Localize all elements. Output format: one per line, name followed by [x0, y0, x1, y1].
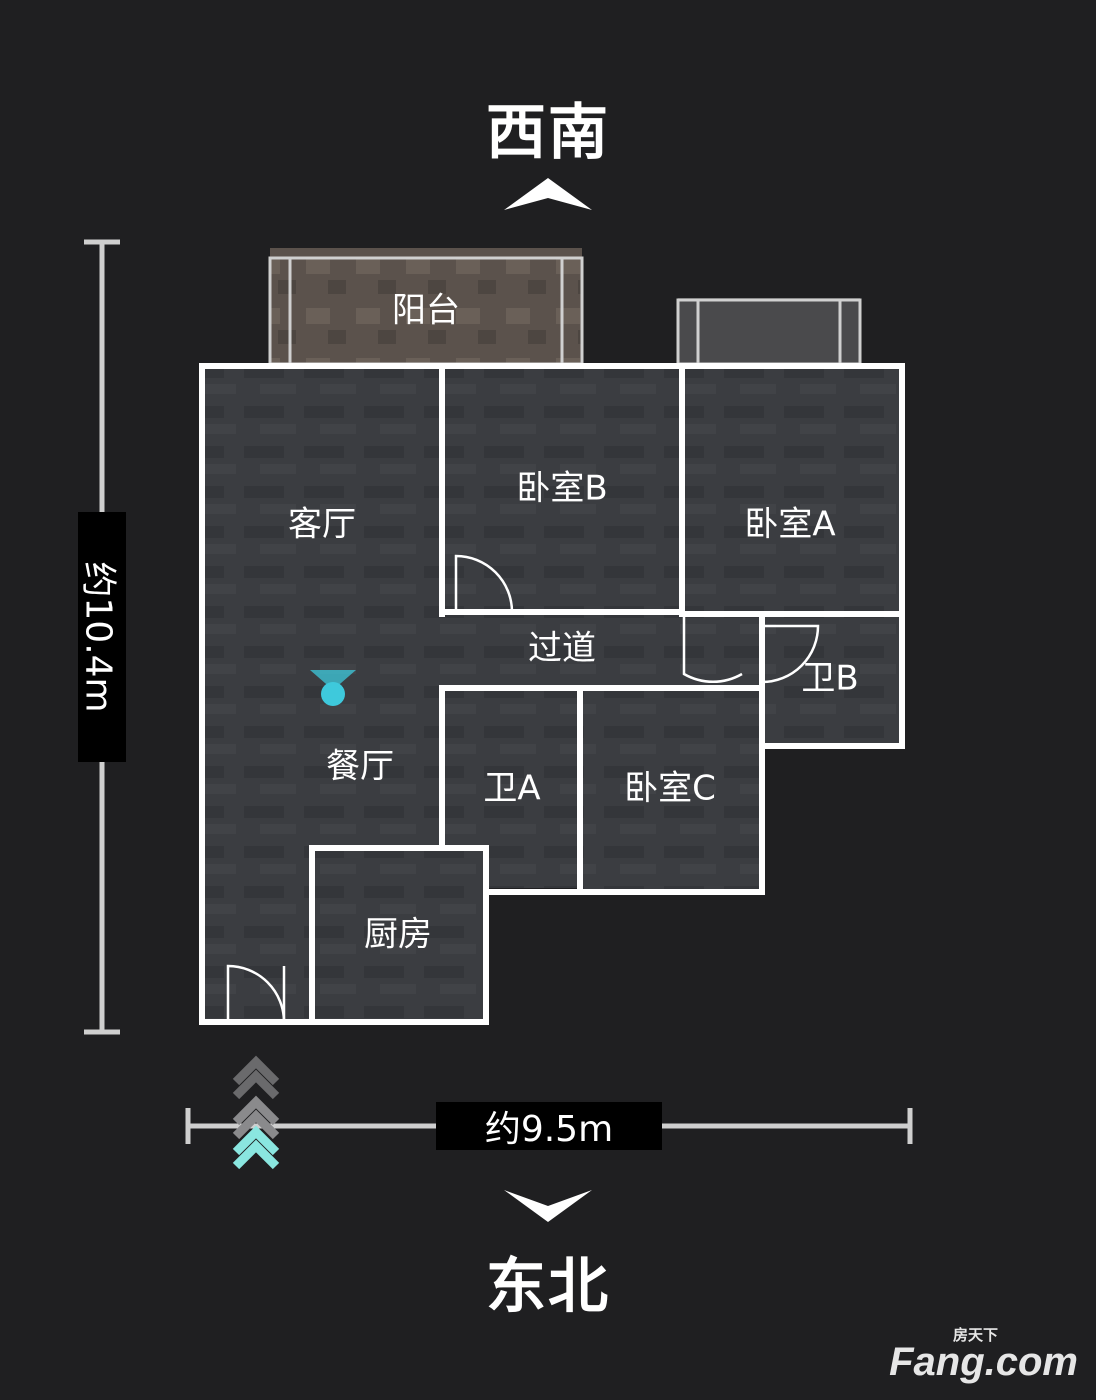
room-label-kitchen: 厨房	[364, 915, 432, 955]
fang-watermark-logo: 房天下 Fang.com	[889, 1328, 1078, 1384]
compass-northeast-label: 东北	[486, 1252, 610, 1322]
south-arrow-down-icon	[504, 1190, 592, 1222]
door-swings	[226, 554, 820, 1023]
current-location-marker-icon	[310, 670, 356, 706]
walls	[199, 363, 905, 1025]
width-dimension-label: 约9.5m	[436, 1102, 662, 1150]
room-label-bedroom-a: 卧室A	[744, 505, 835, 545]
entrance-chevron-icon	[232, 1055, 280, 1170]
watermark-small-text: 房天下	[952, 1327, 998, 1344]
north-arrow-up-icon	[504, 178, 592, 210]
room-label-dining-room: 餐厅	[326, 747, 394, 787]
room-label-living-room: 客厅	[288, 505, 356, 545]
room-label-balcony: 阳台	[392, 291, 460, 331]
room-label-bath-b: 卫B	[801, 659, 858, 699]
room-label-bath-a: 卫A	[483, 769, 540, 809]
watermark-main-text: Fang.com	[889, 1340, 1078, 1384]
height-dimension-text: 约10.4m	[78, 561, 120, 713]
height-dimension-label: 约10.4m	[78, 512, 126, 762]
compass-southwest-label: 西南	[486, 98, 610, 168]
room-label-bedroom-c: 卧室C	[624, 769, 716, 809]
room-floors	[202, 248, 902, 1022]
room-label-hallway: 过道	[528, 629, 596, 669]
room-label-bedroom-b: 卧室B	[516, 469, 607, 509]
